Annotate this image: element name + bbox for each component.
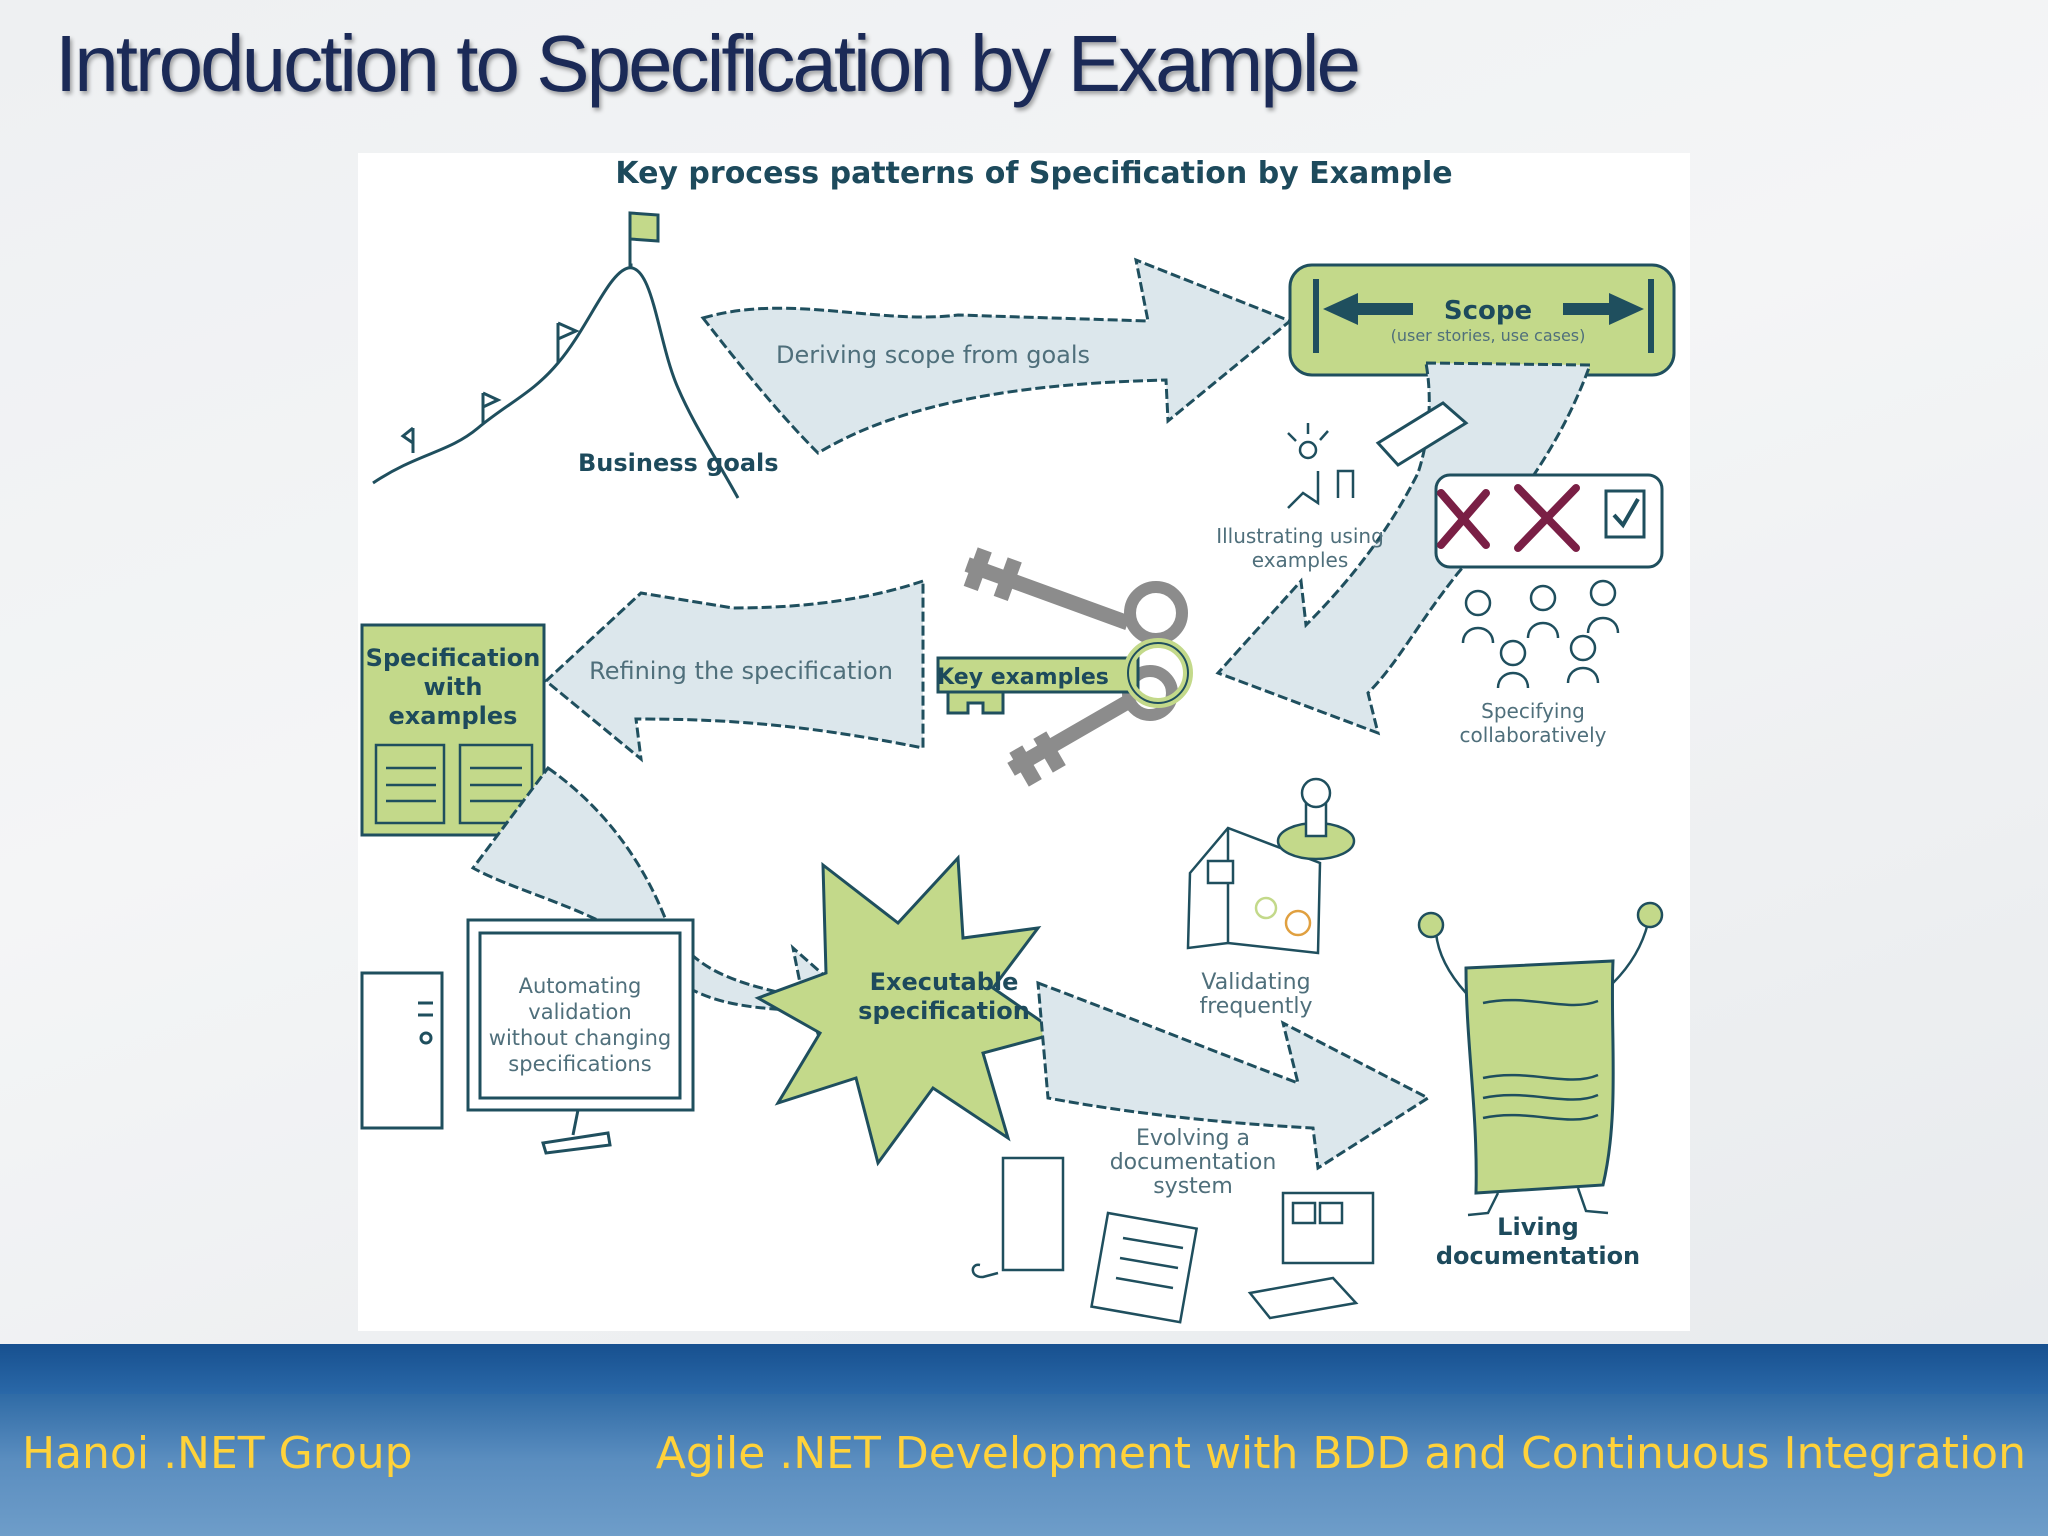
goal-flag-icon: [628, 211, 660, 243]
illustrating-label-1: Illustrating using: [1216, 524, 1384, 548]
scope-sublabel: (user stories, use cases): [1391, 326, 1586, 345]
key-examples-label: Key examples: [937, 665, 1109, 690]
footer-group-name: Hanoi .NET Group: [22, 1428, 413, 1479]
computer-icon: [360, 918, 695, 1155]
spec-pages-icon: [374, 743, 534, 825]
footer-talk-title: Agile .NET Development with BDD and Cont…: [655, 1428, 2026, 1479]
scope-right-arrow-icon: [1563, 293, 1644, 325]
spec-with-examples-label-1: Specification: [366, 644, 541, 672]
spec-with-examples-label-3: examples: [389, 702, 518, 730]
footer-band: [0, 1344, 2048, 1536]
refining-label: Refining the specification: [589, 657, 893, 685]
living-doc-label-1: Living: [1497, 1213, 1579, 1241]
illustrating-label-2: examples: [1252, 548, 1349, 572]
scope-left-arrow-icon: [1323, 293, 1413, 325]
process-diagram: Key process patterns of Specification by…: [358, 153, 1690, 1331]
key-examples-shaft: [936, 656, 1140, 694]
key-examples-teeth-icon: [946, 690, 1005, 715]
executable-spec-starburst: [754, 854, 1062, 1167]
automating-label-2: validation: [528, 1000, 631, 1024]
refining-arrow: [543, 578, 925, 763]
deriving-scope-arrow: [700, 257, 1293, 455]
automating-label-1: Automating: [519, 974, 642, 998]
evolving-label-3: system: [1153, 1174, 1233, 1199]
validating-label-2: frequently: [1200, 994, 1313, 1019]
slide-title: Introduction to Specification by Example: [55, 19, 1361, 108]
pencil-icon: [1375, 401, 1469, 467]
business-goals-label: Business goals: [578, 449, 779, 477]
executable-spec-label-2: specification: [858, 997, 1030, 1025]
rejected-idea-icon: [1437, 484, 1580, 552]
business-goals-mountain-icon: [372, 213, 740, 499]
validating-label-1: Validating: [1201, 970, 1310, 995]
evolving-label-2: documentation: [1110, 1150, 1277, 1175]
lightbulb-person-icon: [1287, 423, 1355, 509]
checkmark-icon: [1612, 498, 1640, 529]
footer-strip: [0, 1344, 2048, 1394]
evolving-arrow: [1036, 980, 1432, 1171]
living-doc-label-2: documentation: [1436, 1242, 1640, 1270]
living-doc-lines: [1434, 922, 1650, 1217]
process-diagram-svg: Key process patterns of Specification by…: [360, 156, 1676, 1324]
deriving-scope-label: Deriving scope from goals: [776, 341, 1090, 369]
team-people-icon: [1461, 579, 1620, 689]
living-doc-hands-icon: [1417, 901, 1664, 939]
specifying-label-1: Specifying: [1481, 699, 1585, 723]
spec-with-examples-label-2: with: [424, 673, 483, 701]
specifying-label-2: collaboratively: [1460, 723, 1607, 747]
documentation-artifacts-icon: [971, 1156, 1375, 1324]
approved-checkbox-icon: [1604, 489, 1646, 539]
diagram-heading: Key process patterns of Specification by…: [615, 156, 1452, 191]
stamp-book-icon: [1186, 777, 1356, 955]
automating-label-3: without changing: [489, 1026, 671, 1050]
scope-label: Scope: [1444, 296, 1532, 326]
automating-label-4: specifications: [508, 1052, 651, 1076]
evolving-label-1: Evolving a: [1136, 1126, 1250, 1151]
executable-spec-label-1: Executable: [870, 968, 1019, 996]
